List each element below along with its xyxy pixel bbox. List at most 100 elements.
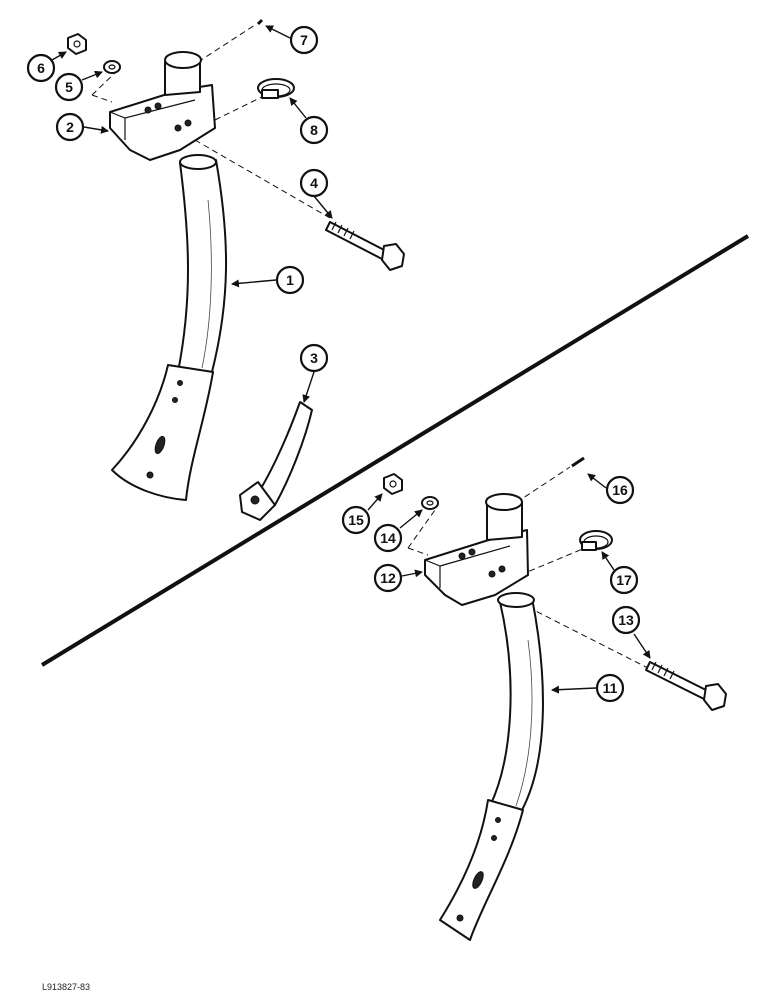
leader-1 [231,279,277,288]
bracket-hole [488,570,496,578]
callout-17: 17 [609,565,639,595]
upper-dash-screw [197,24,256,63]
nut-15-bore [389,480,397,488]
screw-16 [571,456,585,468]
bracket-2 [109,84,216,161]
leader-6 [51,51,67,61]
callout-4: 4 [299,168,329,198]
bracket-hole [174,124,182,132]
leader-7 [265,25,291,39]
boot-11-hole [456,914,464,922]
callouts: 1 2 3 4 5 6 7 8 11 12 13 14 15 16 17 [26,25,641,703]
divider-line [40,234,750,667]
leader-11 [551,685,597,694]
callout-7-label: 7 [300,32,308,48]
callout-11-label: 11 [603,680,618,696]
boot-11-slot [472,871,484,889]
leader-lines [51,25,651,694]
callout-16: 16 [605,475,635,505]
shank-11-top-opening [497,592,535,608]
shovel-3 [259,401,313,506]
callout-4-label: 4 [310,175,318,191]
callout-8-label: 8 [310,122,318,138]
leader-4 [313,195,333,219]
callout-17-label: 17 [616,572,632,588]
bolt-4-thread [331,221,355,240]
callout-2-label: 2 [66,119,74,135]
bracket-hole [468,548,476,556]
callout-2: 2 [55,112,85,142]
shovel-3-hole [250,495,260,505]
upper-assembly [67,18,405,521]
bracket-12-edge [424,545,511,588]
upper-dash-bolt [194,139,331,219]
bracket-hole [458,552,466,560]
boot-hole [146,471,154,479]
leader-8 [289,97,307,119]
callout-6-label: 6 [37,60,45,76]
leader-13 [633,633,651,659]
leader-14 [399,509,423,529]
boot-11-hole [495,817,501,823]
bracket-12-tube-top [485,493,523,511]
callout-6: 6 [26,53,56,83]
clamp-8-screw-housing [261,89,279,99]
callout-14: 14 [373,523,403,553]
bracket-hole [184,119,192,127]
shank-1-top-opening [179,154,217,170]
lower-assembly [383,456,727,941]
bracket-hole [154,102,162,110]
callout-7: 7 [289,25,319,55]
lower-dash-clamp [519,547,586,576]
callout-1-label: 1 [286,272,294,288]
callout-8: 8 [299,115,329,145]
leader-12 [401,569,423,578]
lower-dash-nut [407,509,436,556]
leader-16 [587,473,607,489]
nut-6-bore [73,40,81,48]
bolt-4-head [381,243,405,271]
callout-15-label: 15 [348,512,364,528]
leader-3 [302,371,315,403]
callout-11: 11 [595,673,625,703]
bracket-2-tube-top [164,51,202,69]
callout-1: 1 [275,265,305,295]
washer-14 [421,496,439,510]
leader-5 [81,70,103,81]
leader-15 [367,493,383,511]
boot-11-hole [491,835,497,841]
shank-11 [489,597,544,811]
callout-12: 12 [373,563,403,593]
callout-14-label: 14 [380,530,396,546]
callout-12-label: 12 [380,570,396,586]
bracket-hole [144,106,152,114]
washer-5 [103,60,121,74]
callout-3-label: 3 [310,350,318,366]
shank-1 [177,159,228,373]
callout-5-label: 5 [65,79,73,95]
bolt-13-thread [651,661,675,680]
bolt-13 [645,661,711,701]
shank-1-shading [201,199,212,369]
washer-14-bore [426,500,434,506]
shank-11-shading [515,639,533,807]
bolt-13-head [703,683,727,711]
figure-code: L913827-83 [42,982,91,992]
clamp-17-screw-housing [581,541,597,551]
callout-5: 5 [54,72,84,102]
washer-5-bore [108,64,116,70]
leader-17 [601,551,615,571]
callout-3: 3 [299,343,329,373]
bolt-4 [325,221,389,261]
boot-slot [154,435,166,455]
callout-13-label: 13 [618,612,634,628]
bracket-hole [498,565,506,573]
boot-point-1 [111,364,214,501]
nut-15 [383,473,403,495]
callout-13: 13 [611,605,641,635]
boot-hole [172,397,178,403]
screw-7 [256,18,264,26]
callout-15: 15 [341,505,371,535]
nut-6 [67,33,87,55]
